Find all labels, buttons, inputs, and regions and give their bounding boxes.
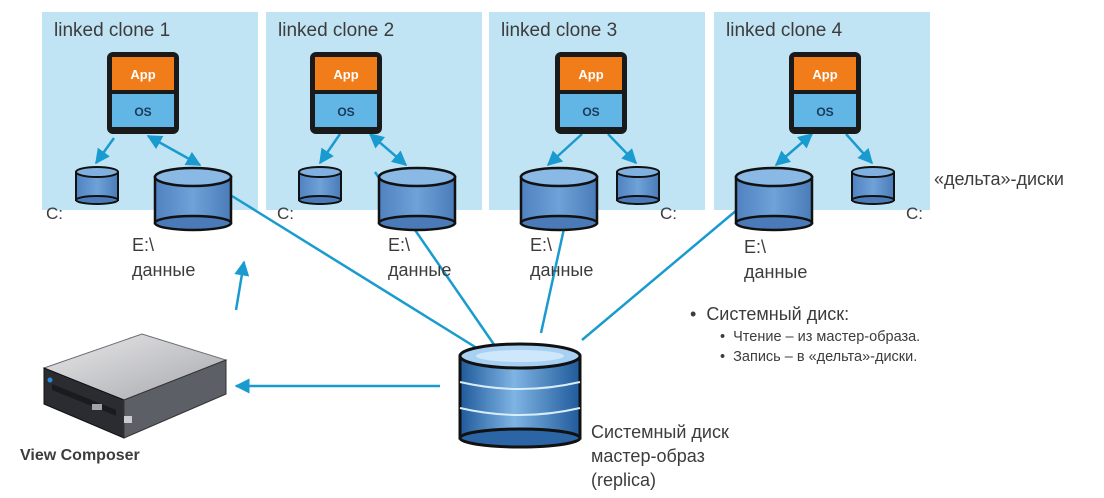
view-composer-label: View Composer xyxy=(20,447,140,464)
replica-label-line-2: мастер-образ xyxy=(591,446,705,466)
data-disk-clone-4 xyxy=(734,166,814,232)
data-drive-path: E:\ xyxy=(132,235,155,255)
linked-clone-3-title: linked clone 3 xyxy=(501,20,618,41)
delta-disk-clone-1 xyxy=(75,166,119,205)
notes-item-write: • Запись – в «дельта»-диски. xyxy=(720,349,917,365)
notes-heading: • Системный диск: xyxy=(690,304,849,325)
app-label: App xyxy=(578,67,603,82)
notes-item-read: • Чтение – из мастер-образа. xyxy=(720,329,920,345)
delta-disk-clone-4 xyxy=(851,166,895,205)
app-box xyxy=(315,57,377,90)
bullet-dot: • xyxy=(690,304,707,324)
replica-link-clone-1 xyxy=(231,194,481,352)
delta-disk-clone-2 xyxy=(298,166,342,205)
data-drive-label-3: E:\ данные xyxy=(530,233,593,283)
os-label: OS xyxy=(582,105,599,119)
app-box xyxy=(794,57,856,90)
replica-label-line-1: Системный диск xyxy=(591,422,729,442)
os-box xyxy=(794,94,856,127)
os-box xyxy=(560,94,622,127)
bullet-dot: • xyxy=(720,329,734,345)
arrow-c2-os-to-delta xyxy=(318,133,342,165)
linked-clone-4-title: linked clone 4 xyxy=(726,20,843,41)
replica-label-line-3: (replica) xyxy=(591,470,657,490)
os-label: OS xyxy=(337,105,354,119)
app-box xyxy=(112,57,174,90)
notes-item-write-text: Запись – в «дельта»-диски. xyxy=(733,349,918,365)
app-label: App xyxy=(130,67,155,82)
replica-link-clone-4 xyxy=(581,203,745,341)
drive-c-label-1: C: xyxy=(46,204,63,223)
replica-label: Системный диск мастер-образ (replica) xyxy=(591,420,729,492)
os-label: OS xyxy=(816,105,833,119)
linked-clone-1-title: linked clone 1 xyxy=(54,20,171,41)
data-drive-path: E:\ xyxy=(530,235,553,255)
drive-c-label-3: C: xyxy=(660,204,677,223)
replica-disk xyxy=(458,342,582,449)
bullet-dot: • xyxy=(720,349,734,365)
vm-icon-clone-2: App OS xyxy=(310,52,382,134)
notes-heading-text: Системный диск: xyxy=(706,304,850,324)
drive-c-label-2: C: xyxy=(277,204,294,223)
data-disk-clone-2 xyxy=(377,166,457,232)
arrow-c4-os-to-delta xyxy=(845,133,874,165)
notes-item-read-text: Чтение – из мастер-образа. xyxy=(733,329,921,345)
arrow-composer-to-data xyxy=(234,260,250,311)
os-label: OS xyxy=(134,105,151,119)
vm-icon-clone-4: App OS xyxy=(789,52,861,134)
arrow-c1-os-to-delta xyxy=(94,137,116,165)
vm-icon-clone-1: App OS xyxy=(107,52,179,134)
drive-c-label-4: C: xyxy=(906,204,923,223)
replica-link-clone-3 xyxy=(539,214,569,334)
vm-icon-clone-3: App OS xyxy=(555,52,627,134)
delta-disks-label: «дельта»-диски xyxy=(934,169,1064,189)
app-label: App xyxy=(333,67,358,82)
arrow-c1-os-data xyxy=(146,134,202,167)
data-drive-path: E:\ xyxy=(744,237,767,257)
data-drive-label-1: E:\ данные xyxy=(132,233,195,283)
data-drive-label-2: E:\ данные xyxy=(388,233,451,283)
arrow-c3-os-to-delta xyxy=(607,133,638,165)
os-box xyxy=(315,94,377,127)
data-drive-word: данные xyxy=(132,260,196,280)
arrows xyxy=(94,133,874,394)
data-drive-path: E:\ xyxy=(388,235,411,255)
data-drive-word: данные xyxy=(530,260,594,280)
os-box xyxy=(112,94,174,127)
server-icon xyxy=(42,333,228,439)
linked-clone-2-title: linked clone 2 xyxy=(278,20,395,41)
app-box xyxy=(560,57,622,90)
data-drive-word: данные xyxy=(744,262,808,282)
app-label: App xyxy=(812,67,837,82)
data-drive-word: данные xyxy=(388,260,452,280)
arrow-c2-os-data xyxy=(368,133,408,166)
data-disk-clone-3 xyxy=(519,166,599,232)
delta-disk-clone-3 xyxy=(616,166,660,205)
data-drive-label-4: E:\ данные xyxy=(744,235,807,285)
arrow-c4-os-data xyxy=(774,133,814,166)
arrow-c3-os-data xyxy=(546,133,583,167)
data-disk-clone-1 xyxy=(153,166,233,232)
